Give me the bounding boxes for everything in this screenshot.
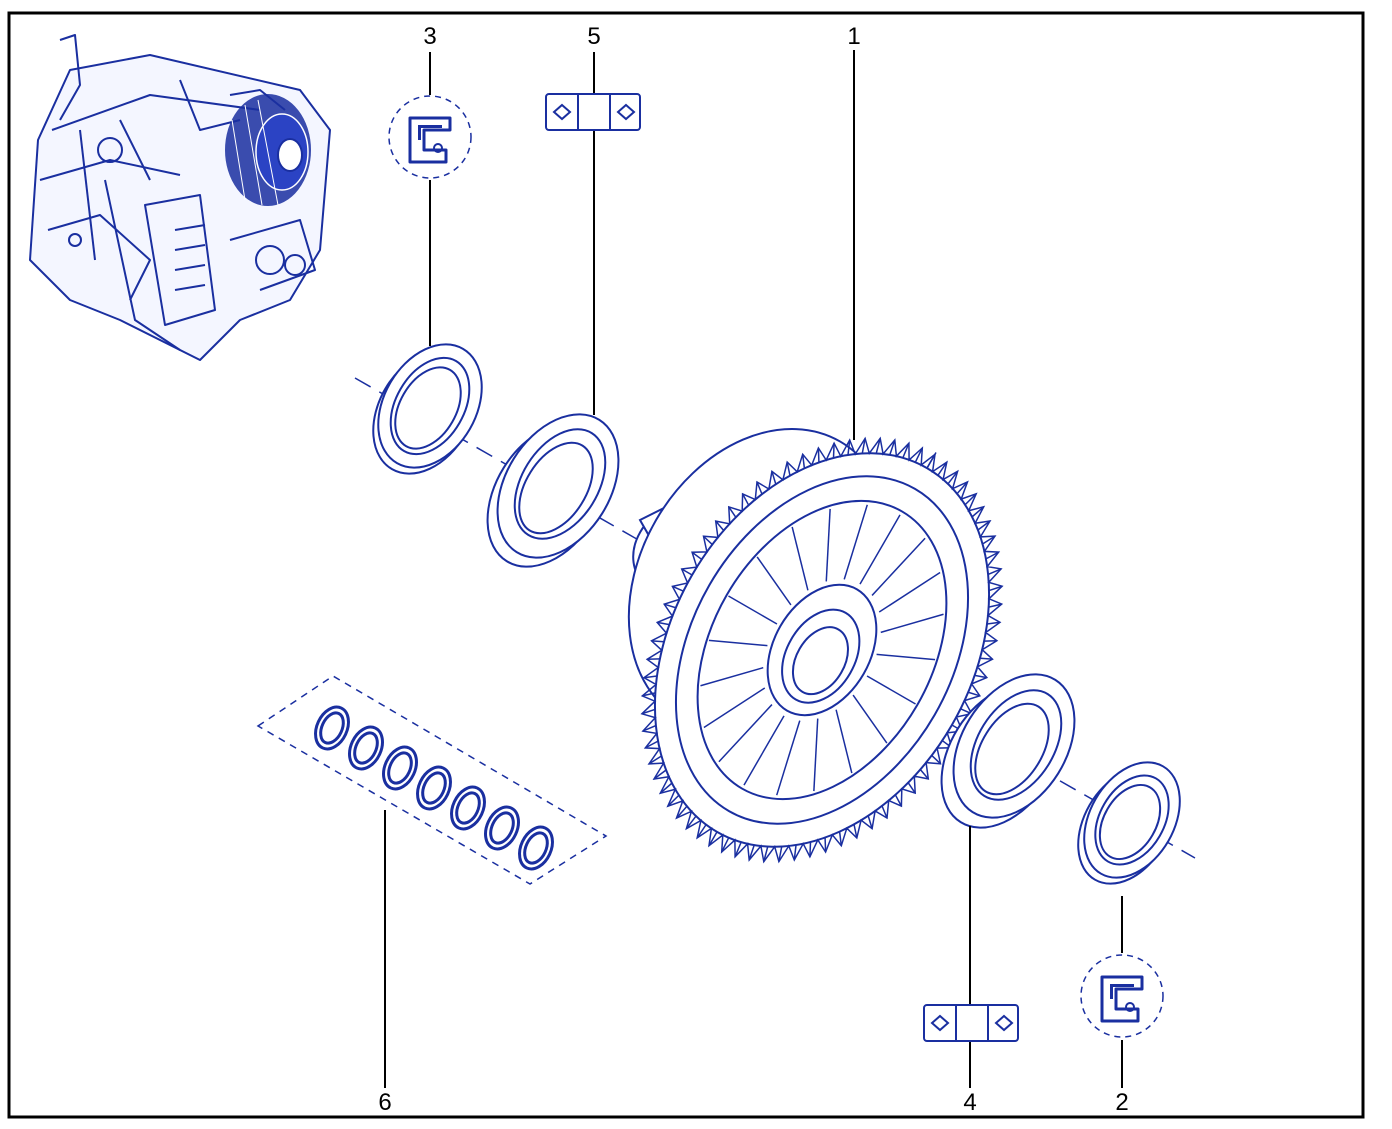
shim-set [258,676,606,884]
callout-number-2: 2 [1115,1089,1128,1116]
callout-number-5: 5 [587,23,600,50]
callout-number-3: 3 [423,23,436,50]
oil-seal-icon [389,96,471,178]
oil-seal-left [352,326,503,492]
oil-seal-right [1059,745,1200,900]
bearing-icon [546,94,640,130]
transmission-locator-icon [30,35,330,360]
callout-number-1: 1 [847,23,860,50]
callout-number-4: 4 [963,1089,976,1116]
differential-assembly [576,378,1066,907]
oil-seal-icon [1081,955,1163,1037]
callout-number-6: 6 [378,1089,391,1116]
bearing-icon [924,1005,1018,1041]
bearing-left [463,392,644,588]
